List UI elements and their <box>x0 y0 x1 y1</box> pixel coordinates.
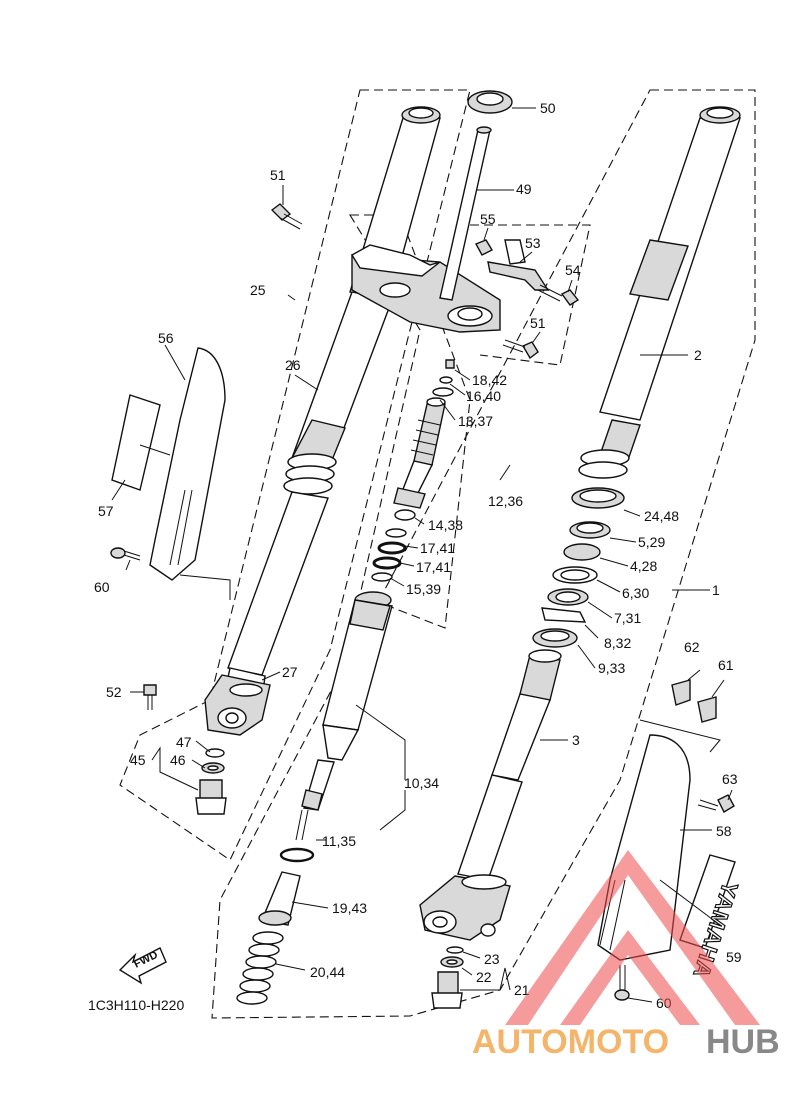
label-51-lower: 51 <box>530 315 546 331</box>
label-60-left: 60 <box>94 579 110 595</box>
bolt-52 <box>143 684 157 710</box>
label-53: 53 <box>525 235 541 251</box>
label-18-42: 18,42 <box>472 372 507 388</box>
label-15-39: 15,39 <box>406 581 441 597</box>
right-seal-stack <box>532 487 625 648</box>
spring-20 <box>236 931 284 1005</box>
label-22: 22 <box>476 969 492 985</box>
watermark-text-auto: AUTOMOTO <box>472 1023 669 1061</box>
label-1: 1 <box>712 582 720 598</box>
label-10-34: 10,34 <box>404 775 439 791</box>
label-26: 26 <box>285 357 301 373</box>
label-14-38: 14,38 <box>428 517 463 533</box>
label-4-28: 4,28 <box>630 558 657 574</box>
left-triple-clamp <box>351 244 501 333</box>
label-13-37: 13,37 <box>458 413 493 429</box>
label-7-31: 7,31 <box>614 610 641 626</box>
label-54: 54 <box>565 262 581 278</box>
clip-61 <box>697 696 717 723</box>
bolt-60-right <box>614 965 630 1001</box>
bolt-51-lower <box>502 339 539 360</box>
left-outer-tube <box>224 106 441 701</box>
sticker-57 <box>111 394 161 491</box>
left-drain-parts <box>195 748 227 815</box>
watermark-triangle-outer <box>505 850 760 1025</box>
label-49: 49 <box>516 181 532 197</box>
label-62: 62 <box>684 639 700 655</box>
label-12-36: 12,36 <box>488 493 523 509</box>
label-47: 47 <box>176 734 192 750</box>
label-27: 27 <box>282 664 298 680</box>
label-58: 58 <box>716 823 732 839</box>
leader-lines <box>111 107 733 1003</box>
right-inner-tube <box>457 649 562 881</box>
clip-62 <box>671 679 691 706</box>
label-24-48: 24,48 <box>644 508 679 524</box>
bolt-54 <box>537 284 580 306</box>
drain-parts <box>431 946 464 1009</box>
label-23: 23 <box>484 951 500 967</box>
part-labels: 50 49 51 55 53 54 51 18,42 16,40 13,37 1… <box>88 100 742 1013</box>
right-outer-tube <box>578 106 741 479</box>
left-fork-guard <box>149 347 226 581</box>
label-2: 2 <box>694 347 702 363</box>
label-52: 52 <box>106 684 122 700</box>
label-17-41-a: 17,41 <box>420 540 455 556</box>
fwd-arrow: FWD <box>118 947 167 985</box>
bolt-60-left <box>110 547 141 561</box>
damper-rod <box>295 591 393 841</box>
label-50: 50 <box>540 100 556 116</box>
right-axle-bracket <box>419 874 511 941</box>
label-17-41-b: 17,41 <box>416 559 451 575</box>
label-25: 25 <box>250 282 266 298</box>
label-21: 21 <box>514 982 530 998</box>
label-56: 56 <box>158 330 174 346</box>
label-46: 46 <box>170 752 186 768</box>
label-8-32: 8,32 <box>604 635 631 651</box>
watermark-triangle-inner <box>560 930 700 1025</box>
label-45: 45 <box>130 752 146 768</box>
bolt-55 <box>475 239 493 256</box>
label-6-30: 6,30 <box>622 585 649 601</box>
label-5-29: 5,29 <box>638 534 665 550</box>
label-20-44: 20,44 <box>310 964 345 980</box>
label-61: 61 <box>718 657 734 673</box>
label-55: 55 <box>480 211 496 227</box>
label-51-top: 51 <box>270 167 286 183</box>
bolt-51-top <box>270 203 303 230</box>
label-59: 59 <box>726 949 742 965</box>
watermark <box>505 850 760 1025</box>
label-3: 3 <box>572 732 580 748</box>
label-9-33: 9,33 <box>598 660 625 676</box>
left-axle-bracket <box>204 674 271 736</box>
watermark-text-hub: HUB <box>706 1023 780 1061</box>
label-57: 57 <box>98 503 114 519</box>
steering-outline <box>470 224 591 366</box>
bracket-53 <box>487 239 550 291</box>
label-16-40: 16,40 <box>466 388 501 404</box>
label-63: 63 <box>722 771 738 787</box>
spring-seat-19 <box>258 871 301 926</box>
o-ring-11 <box>279 847 315 863</box>
bearing-50 <box>467 90 513 114</box>
label-11-35: 11,35 <box>322 833 356 849</box>
diagram-code: 1C3H110-H220 <box>88 997 184 1013</box>
cartridge-parts <box>371 359 455 582</box>
steering-stem <box>439 126 492 301</box>
left-assembly-outline <box>119 89 471 861</box>
label-19-43: 19,43 <box>332 900 367 916</box>
bolt-63 <box>697 794 735 813</box>
